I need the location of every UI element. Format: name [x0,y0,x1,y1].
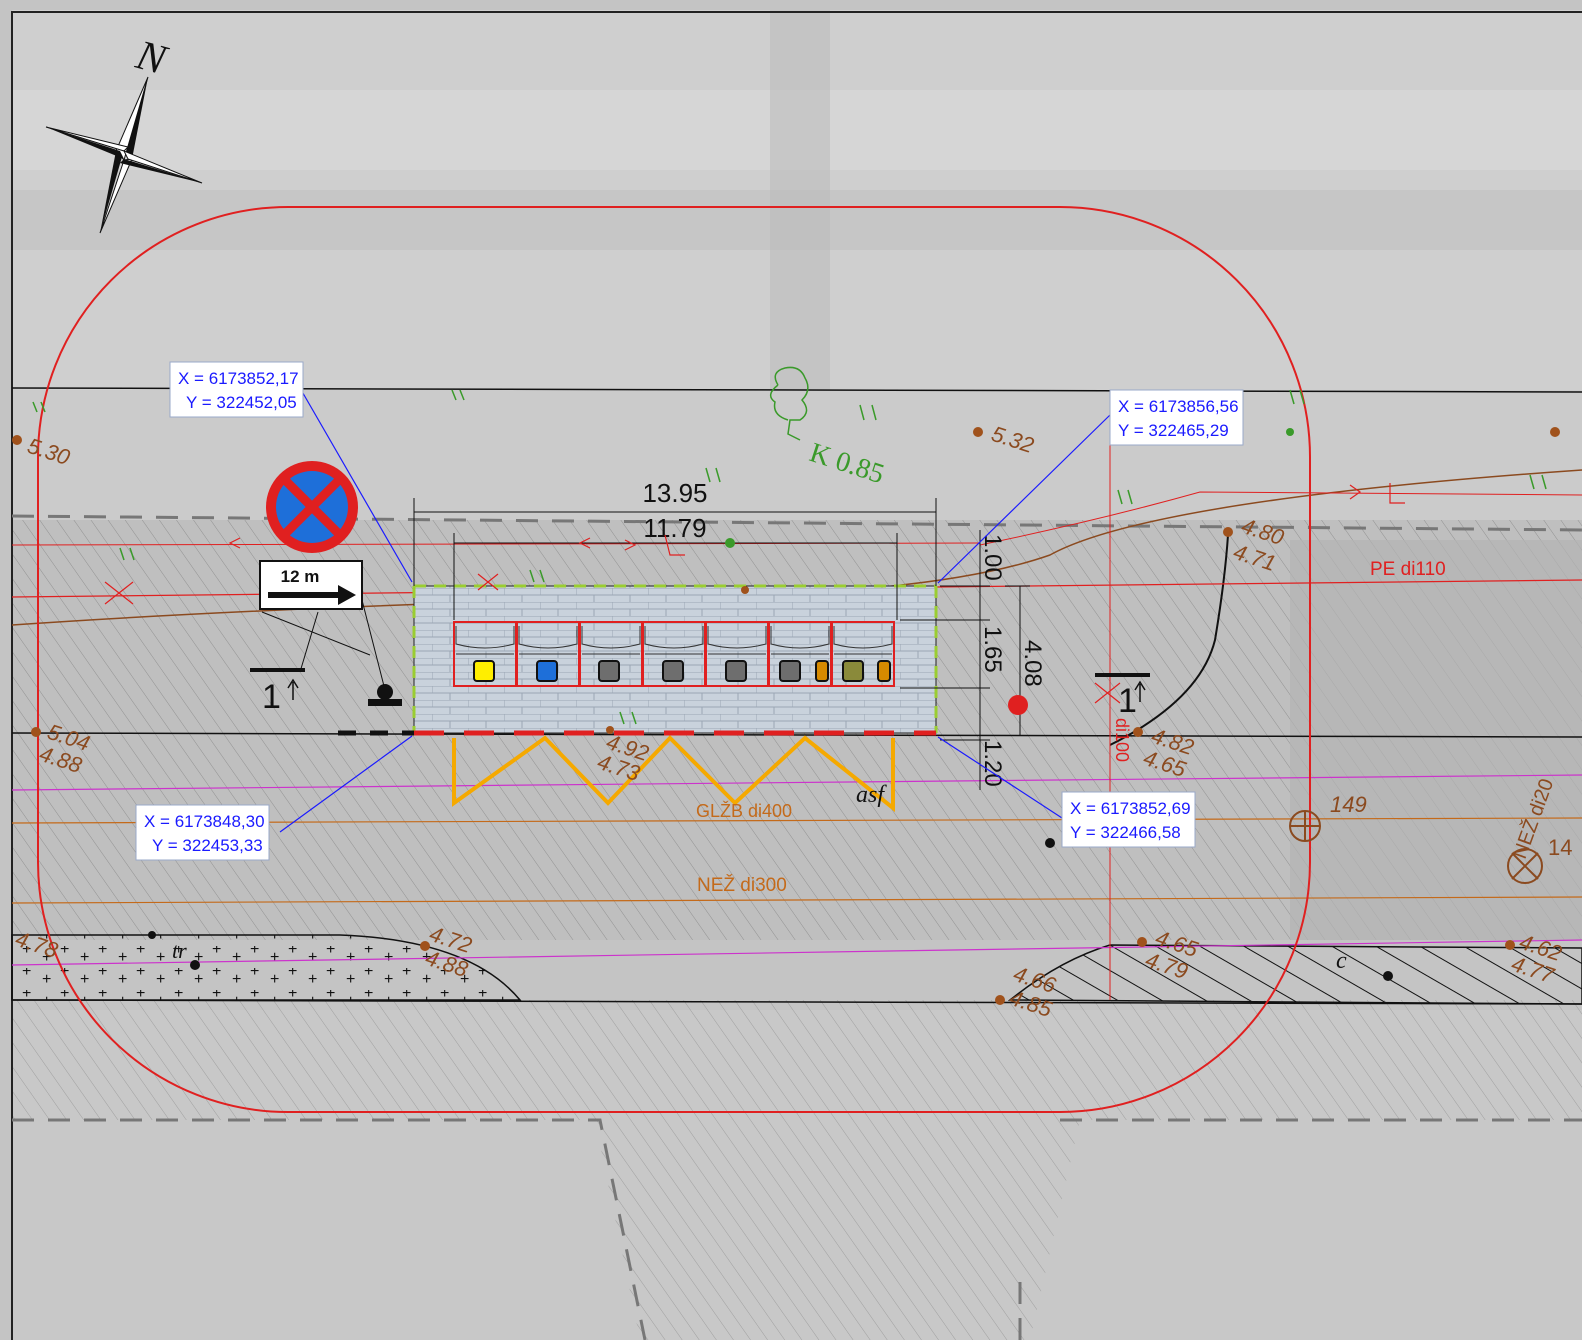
glzb-pipe-label: GLŽB di400 [696,801,792,821]
survey-point-4 [148,931,156,939]
curb-curve [1109,534,1229,746]
coord-callout-2: X = 6173856,56 Y = 322465,29 [937,389,1244,584]
no-parking-zigzag [452,735,895,813]
manhole-symbol-2 [1507,848,1543,884]
telecom-line-2 [11,939,1582,966]
sign-post-symbol [368,684,402,706]
pe-pipe-label: PE di110 [1370,559,1446,580]
coord-4-y: Y = 322466,58 [1070,823,1181,842]
cable-line-2 [979,491,1582,546]
cobble-label: c [1336,948,1347,974]
lower-hatch [12,1000,1582,1340]
dim-top-offset: 1.00 [979,534,1006,581]
glzb-line [11,817,1582,824]
distance-plate-label: 12 m [281,567,320,586]
sign-leader-lines [261,599,386,691]
container-bins [453,621,895,687]
bin-lid [518,626,578,655]
coord-2-y: Y = 322465,29 [1118,421,1229,440]
di100-pipe-label: di100 [1112,718,1132,762]
distance-plate: 12 m [259,560,363,610]
hydrant-point [1008,695,1028,715]
section-mark-left-label: 1 [262,678,281,716]
section-mark-left: 1 [250,668,305,716]
frame-border [11,11,1582,1340]
coord-callout-1: X = 6173852,17 Y = 322452,05 [169,361,413,583]
waste-bin [473,660,495,682]
coord-3-x: X = 6173848,30 [144,812,265,831]
survey-point-3 [1383,971,1393,981]
bin-frame [831,621,895,687]
bin-lid [707,626,767,655]
dimension-lines [413,498,1030,790]
curb-hatched-area [1007,944,1582,1005]
curb-line [11,732,1582,738]
coord-1-x: X = 6173852,17 [178,369,299,388]
waste-bin [725,660,747,682]
waste-bin [536,660,558,682]
dashed-boundary-right [1018,1118,1582,1340]
elevation-points [12,427,1560,1005]
asphalt-label: asf [856,782,887,808]
green-point [725,538,735,548]
dim-overall-depth: 4.08 [1019,640,1046,687]
waste-bin [815,660,829,682]
no-stopping-sign [266,461,358,553]
dim-bottom-offset: 1.20 [979,740,1006,787]
coord-3-y: Y = 322453,33 [152,836,263,855]
waste-bin [598,660,620,682]
north-arrow [45,76,203,234]
dim-total-length: 13.95 [642,478,707,508]
waste-bin [662,660,684,682]
right-pipe-number: 14 [1548,835,1572,860]
bin-lid [581,626,641,655]
tree-row-label: tr [172,938,187,963]
coord-2-x: X = 6173856,56 [1118,397,1239,416]
waste-bin [779,660,801,682]
bin-lid [455,626,515,655]
bin-lid [644,626,704,655]
cable-markers [104,483,1405,704]
survey-point-2 [190,960,200,970]
waste-bin [877,660,891,682]
coord-1-y: Y = 322452,05 [186,393,297,412]
grass-symbols [32,389,1547,725]
safety-zone-contour [37,206,1311,1113]
section-mark-right-label: 1 [1118,682,1137,720]
upper-pole-shadow [770,10,830,390]
manhole-symbol [1289,810,1321,842]
dim-depth: 1.65 [979,626,1006,673]
coord-4-x: X = 6173852,69 [1070,799,1191,818]
section-mark-right: 1 [1095,673,1150,720]
right-paved-area [1290,540,1582,940]
container-platform [413,585,937,734]
nez-pipe-label: NEŽ di300 [697,874,787,896]
telecom-line-1 [11,774,1582,791]
tree-symbol [769,366,809,441]
dim-inner-length: 11.79 [643,513,706,543]
dashed-boundary-left [12,1118,647,1340]
arrow-right-icon [338,585,356,605]
bin-lid [833,626,893,655]
crossing-island [11,934,522,1001]
coord-callout-4: X = 6173852,69 Y = 322466,58 [937,736,1196,848]
bin-lid [770,626,830,655]
waste-bin [842,660,864,682]
coord-callout-3: X = 6173848,30 Y = 322453,33 [135,735,413,861]
green-point-2 [1286,428,1294,436]
survey-point [1045,838,1055,848]
manhole-label: 149 [1330,792,1367,817]
nez-line [11,896,1582,904]
